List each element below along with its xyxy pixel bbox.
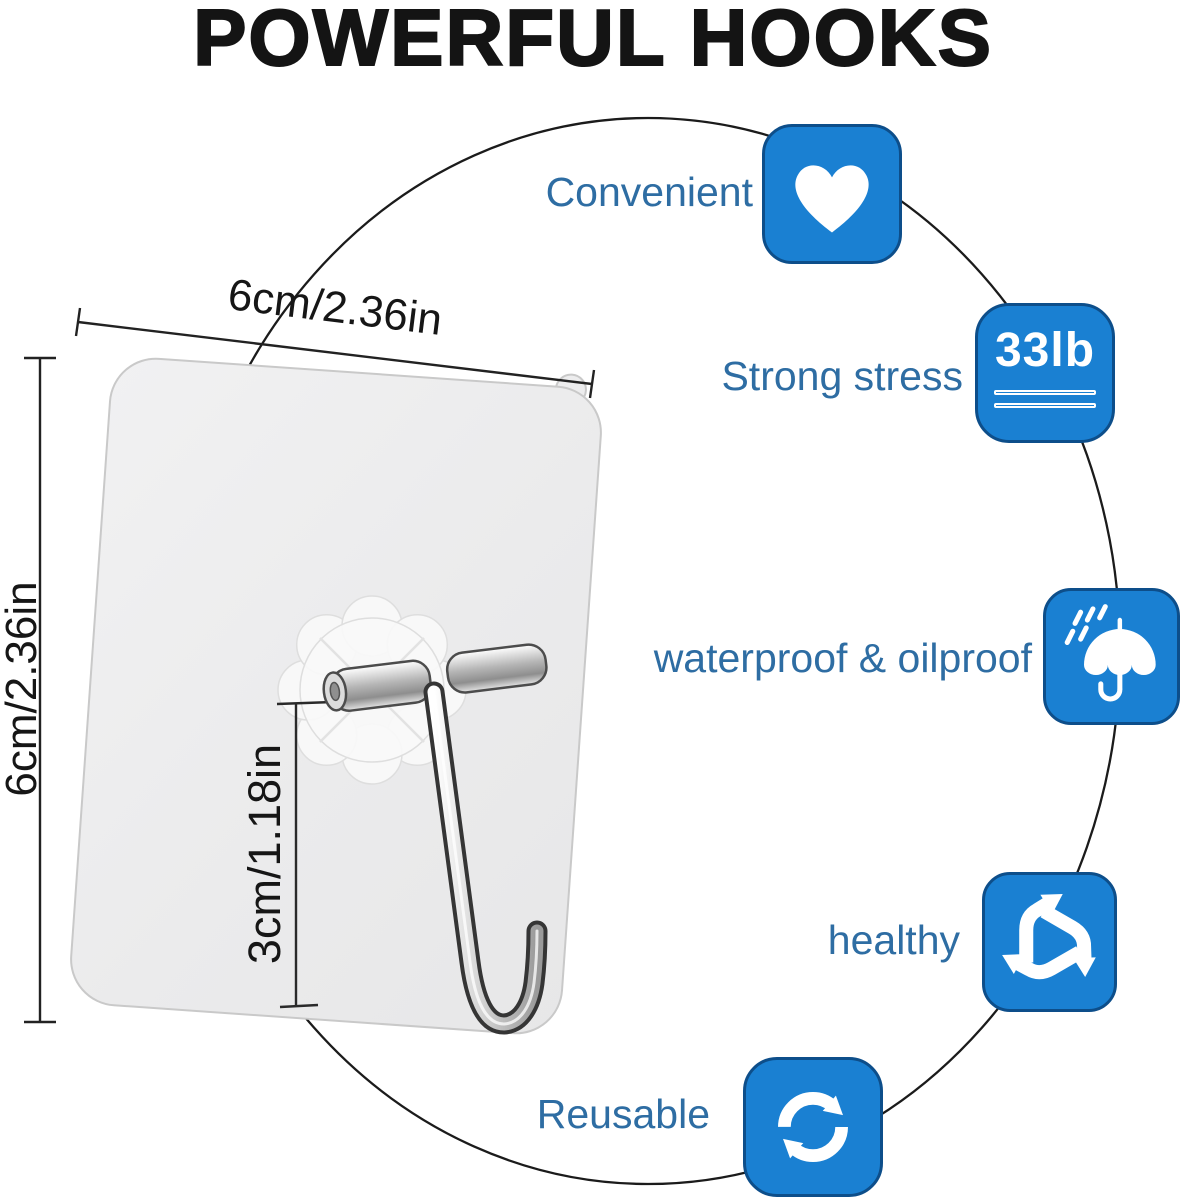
weight-33lb-icon-tile: 33lb (975, 303, 1115, 443)
recycle-icon-tile (982, 872, 1117, 1012)
height-dimension-label: 6cm/2.36in (0, 581, 46, 797)
height-dimension-line (24, 356, 56, 1024)
weight-underline (994, 403, 1096, 408)
weight-badge-text: 33lb (994, 324, 1096, 377)
sync-arrows-icon-tile (743, 1057, 883, 1197)
umbrella-rain-icon-tile (1043, 588, 1180, 725)
heart-icon (795, 165, 869, 233)
feature-label-strong-stress: Strong stress (721, 353, 963, 399)
feature-label-waterproof: waterproof & oilproof (653, 635, 1032, 681)
hook-dimension-line (276, 700, 334, 1009)
feature-label-reusable: Reusable (536, 1091, 710, 1137)
umbrella-rain-icon (1064, 603, 1156, 701)
recycle-icon (1001, 894, 1096, 980)
page-title: POWERFUL HOOKS (192, 0, 993, 83)
sync-arrows-icon (778, 1092, 848, 1162)
feature-label-healthy: healthy (827, 917, 960, 963)
feature-label-convenient: Convenient (545, 169, 753, 215)
metal-hook (423, 681, 548, 1035)
width-dimension-line (74, 307, 596, 399)
weight-underline (994, 390, 1096, 395)
hook-height-dimension-label: 3cm/1.18in (239, 743, 290, 965)
heart-icon-tile (762, 124, 902, 264)
hook-pin (322, 643, 548, 712)
